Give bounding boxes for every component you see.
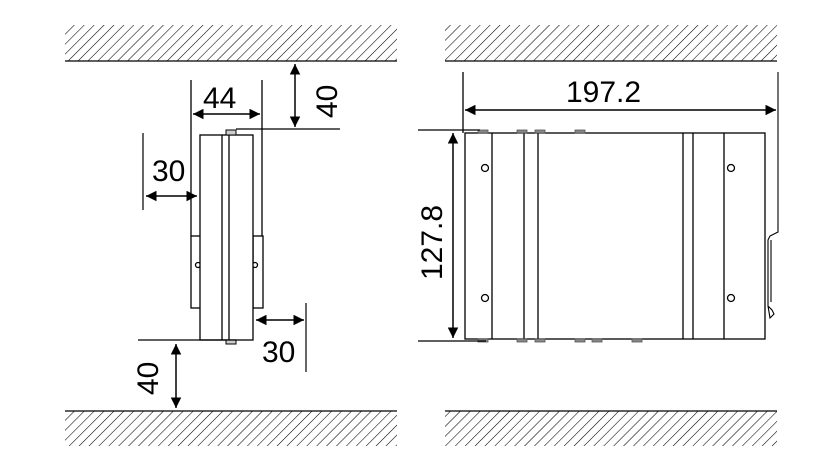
dimension-left-clearance: 30 [142,133,197,210]
wall-bottom-left [65,410,397,446]
dimension-front-width: 197.2 [462,72,776,133]
label-bottom-clearance: 40 [132,362,165,395]
dimension-bottom-clearance: 40 [132,339,236,408]
label-front-height: 127.8 [416,205,449,280]
label-top-clearance: 40 [311,85,344,118]
wall-top-right [445,25,777,62]
wall-top-left [65,25,397,62]
dimension-front-height: 127.8 [416,129,486,342]
wall-bottom-right [445,410,777,446]
label-left-clearance: 30 [152,155,185,188]
din-rail-clip [767,72,779,320]
dimension-side-width: 44 [190,80,263,236]
side-view-device [190,129,264,345]
front-view-device [464,132,766,340]
label-side-width: 44 [203,82,236,115]
dimension-right-clearance: 30 [256,303,307,372]
dimension-top-clearance: 40 [236,64,344,130]
label-right-clearance: 30 [262,336,295,369]
label-front-width: 197.2 [566,76,641,109]
